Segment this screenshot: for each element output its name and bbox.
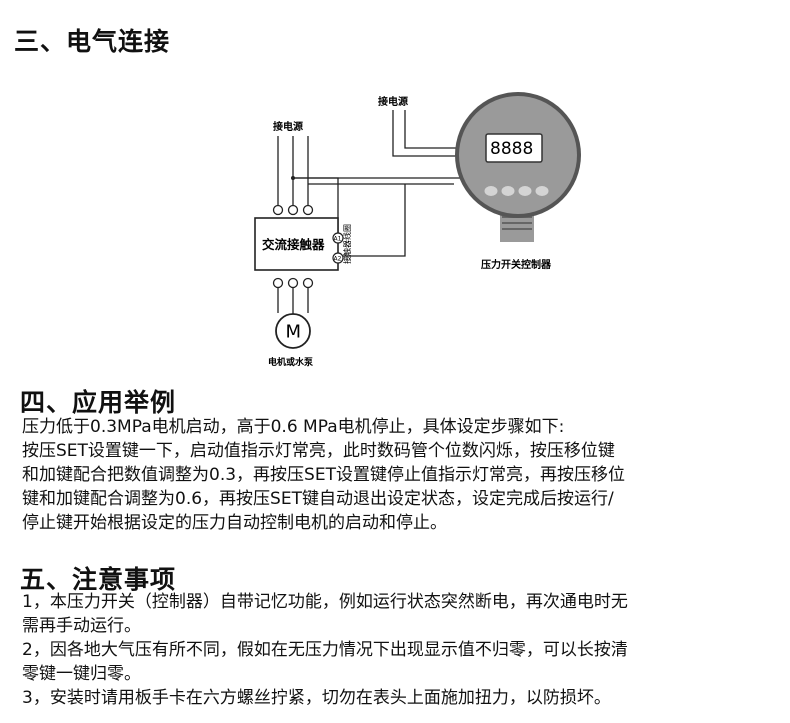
terminal-a1-label: A1 [334,236,342,243]
controller-button-4 [535,186,549,196]
controller-button-3 [518,186,532,196]
coil-label: 接触器线圈 [342,224,352,264]
section-3-title: 三、电气连接 [14,27,171,56]
power-label-top: 接电源 [378,95,408,108]
motor-wires [277,288,309,316]
control-wires [293,177,460,257]
contactor-box [254,217,339,271]
pressure-controller: 8888 [455,92,581,242]
motor-label: 电机或水泵 [268,356,314,368]
controller-button-2 [501,186,515,196]
section-4-line: 和加键配合把数值调整为0.3，再按压SET设置键停止值指示灯常亮，再按压移位 [22,465,625,485]
section-4-line: 压力低于0.3MPa电机启动，高于0.6 MPa电机停止，具体设定步骤如下: [22,417,565,437]
section-5-paragraph: 1，本压力开关（控制器）自带记忆功能，例如运行状态突然断电，再次通电时无 需再手… [22,590,782,710]
section-4-line: 键和加键配合调整为0.6，再按压SET键自动退出设定状态，设定完成后按运行/ [22,489,614,509]
section-4-line: 停止键开始根据设定的压力自动控制电机的启动和停止。 [22,513,447,533]
controller-button-1 [484,186,498,196]
section-5-line: 2，因各地大气压有所不同，假如在无压力情况下出现显示值不归零，可以长按清 [22,640,628,660]
display-value: 8888 [490,139,533,159]
motor [275,313,311,349]
three-phase-wires [277,136,309,205]
contactor-bottom-terminals [272,277,314,289]
coil-terminal-a2 [332,252,344,264]
wiring-diagram: 接电源 接电源 交流接触器 A1 A2 接触器线圈 [254,92,581,368]
section-5-line: 1，本压力开关（控制器）自带记忆功能，例如运行状态突然断电，再次通电时无 [22,592,628,612]
section-4-line: 按压SET设置键一下，启动值指示灯常亮，此时数码管个位数闪烁，按压移位键 [22,441,615,461]
coil-terminal-a1 [332,232,344,244]
section-4-paragraph: 压力低于0.3MPa电机启动，高于0.6 MPa电机停止，具体设定步骤如下: 按… [22,415,782,535]
controller-label: 压力开关控制器 [481,258,552,271]
section-4-title: 四、应用举例 [20,388,177,417]
wire-junction [291,176,295,180]
contactor-top-terminals [272,204,314,216]
section-5-line: 3，安装时请用板手卡在六方螺丝拧紧，切勿在表头上面施加扭力，以防损坏。 [22,688,611,708]
section-5-title: 五、注意事项 [20,565,177,594]
motor-symbol: M [286,322,302,343]
display-screen [485,133,543,163]
controller-power-wires [392,110,462,157]
section-5-line: 需再手动运行。 [22,616,141,636]
contactor-label: 交流接触器 [262,237,325,252]
terminal-a2-label: A2 [334,256,342,263]
power-label-left: 接电源 [273,120,303,133]
section-5-line: 零键一键归零。 [22,664,141,684]
